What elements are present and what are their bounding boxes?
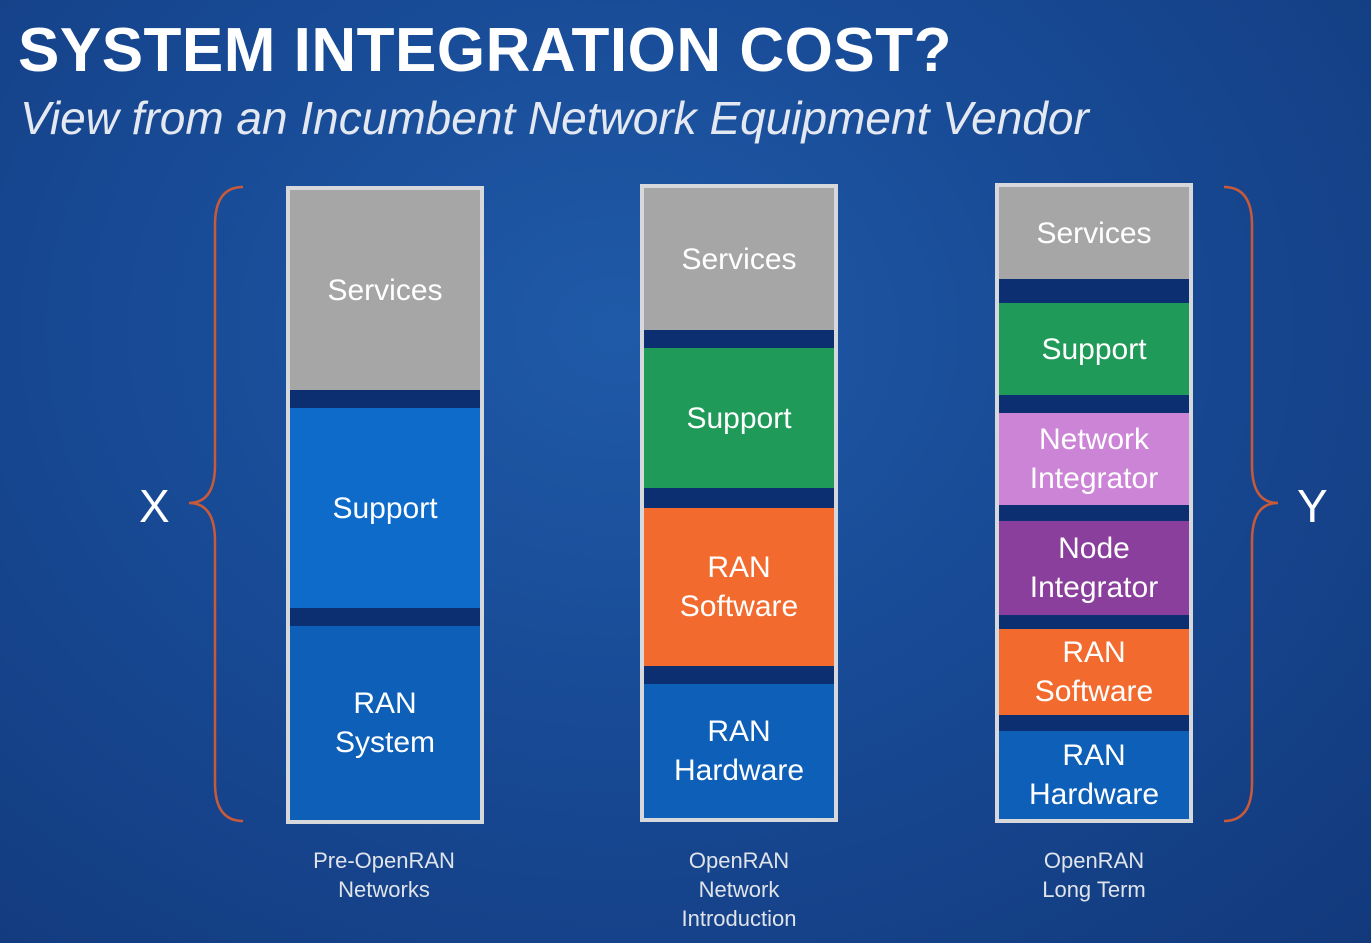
block-ran-hardware: RAN Hardware [644, 684, 834, 818]
block-services: Services [999, 187, 1189, 279]
block-label: RAN Hardware [1028, 739, 1160, 811]
column-caption-openran-long-term: OpenRAN Long Term [1042, 848, 1146, 903]
slide-title: SYSTEM INTEGRATION COST? [18, 16, 952, 85]
block-label: Services [327, 273, 443, 307]
block-node-integrator: Node Integrator [999, 521, 1189, 615]
block-services: Services [644, 188, 834, 330]
block-label: Services [681, 242, 797, 276]
block-ran-software: RAN Software [644, 508, 834, 666]
block-ran-hardware: RAN Hardware [999, 731, 1189, 819]
column-openran-introduction: Services Support RAN Software RAN Hardwa… [640, 184, 838, 822]
block-support: Support [999, 303, 1189, 395]
block-services: Services [290, 190, 480, 390]
column-caption-pre-openran: Pre-OpenRAN Networks [313, 848, 455, 903]
left-brace-icon [188, 185, 244, 823]
column-caption-openran-introduction: OpenRAN Network Introduction [681, 848, 797, 932]
block-label: Support [1041, 332, 1147, 366]
block-label: Services [1036, 216, 1152, 250]
slide-subtitle: View from an Incumbent Network Equipment… [20, 92, 1089, 144]
block-ran-system: RAN System [290, 626, 480, 820]
block-label: RAN Software [1034, 636, 1154, 708]
column-openran-long-term: Services Support Network Integrator Node… [995, 183, 1193, 823]
block-label: Network Integrator [1029, 423, 1159, 495]
block-label: Node Integrator [1029, 532, 1159, 604]
right-brace-icon [1223, 185, 1279, 823]
block-label: RAN Hardware [673, 715, 805, 787]
cost-label-y: Y [1297, 480, 1328, 532]
block-ran-software: RAN Software [999, 629, 1189, 715]
block-support: Support [644, 348, 834, 488]
block-label: RAN System [334, 687, 436, 759]
block-label: RAN Software [679, 551, 799, 623]
column-pre-openran: Services Support RAN System [286, 186, 484, 824]
block-support: Support [290, 408, 480, 608]
block-label: Support [686, 401, 792, 435]
block-network-integrator: Network Integrator [999, 413, 1189, 505]
cost-label-x: X [139, 480, 170, 532]
block-label: Support [332, 491, 438, 525]
